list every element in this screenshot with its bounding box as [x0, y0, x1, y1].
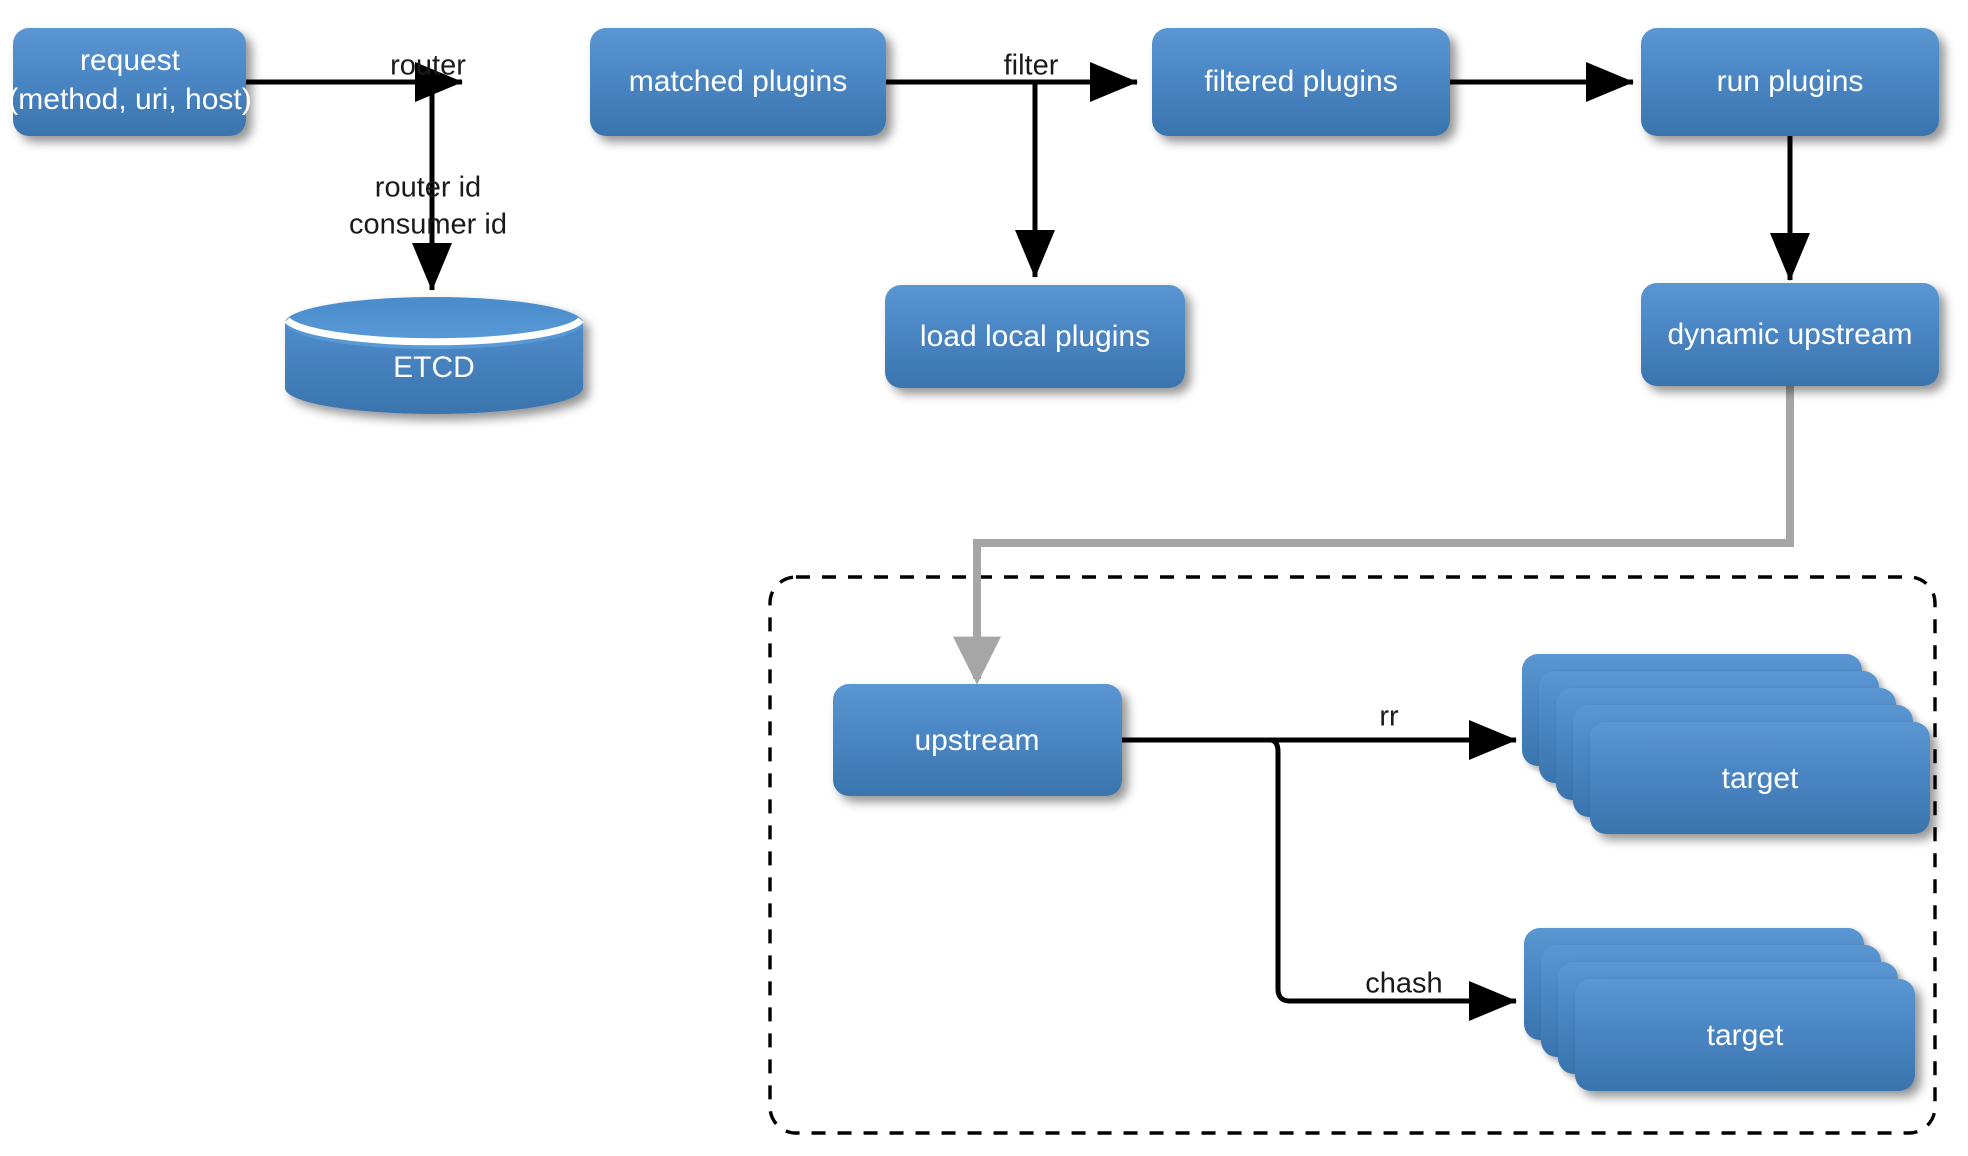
node-matched-plugins[interactable]: [590, 28, 886, 136]
edge-label-router: router: [390, 50, 466, 82]
node-upstream-label: upstream: [914, 724, 1039, 757]
node-run-plugins[interactable]: [1641, 28, 1939, 136]
node-load-local-plugins[interactable]: [885, 285, 1185, 388]
node-request-label-line2: (method, uri, host): [8, 83, 251, 116]
node-etcd-label: ETCD: [393, 351, 475, 384]
edge-label-rr: rr: [1379, 701, 1399, 733]
edge-dynamic-to-upstream-line: [953, 316, 1794, 685]
node-dynamic-upstream-label: dynamic upstream: [1667, 318, 1912, 351]
edge-label-chash: chash: [1365, 968, 1442, 1000]
node-run-plugins-label: run plugins: [1717, 65, 1864, 98]
edge-label-router-id-line2: consumer id: [349, 209, 507, 241]
node-etcd[interactable]: [284, 297, 584, 414]
edge-chash-line: [1269, 737, 1518, 1021]
node-filtered-plugins[interactable]: [1152, 28, 1450, 136]
node-dynamic-upstream[interactable]: [1641, 283, 1939, 386]
node-load-local-plugins-label: load local plugins: [920, 320, 1150, 353]
upstream-group-dashed-box: [768, 575, 1937, 1135]
node-target-chash-label: target: [1707, 1019, 1784, 1052]
node-target-chash[interactable]: [1524, 928, 1915, 1091]
node-target-rr-label: target: [1722, 762, 1799, 795]
edge-label-router-id-line1: router id: [375, 172, 481, 204]
node-filtered-plugins-label: filtered plugins: [1204, 65, 1397, 98]
node-upstream[interactable]: [833, 684, 1122, 796]
node-request[interactable]: [13, 28, 246, 136]
node-target-rr[interactable]: [1522, 654, 1930, 834]
edge-label-filter: filter: [1004, 50, 1059, 82]
node-matched-plugins-label: matched plugins: [629, 65, 847, 98]
node-request-label-line1: request: [80, 44, 181, 77]
